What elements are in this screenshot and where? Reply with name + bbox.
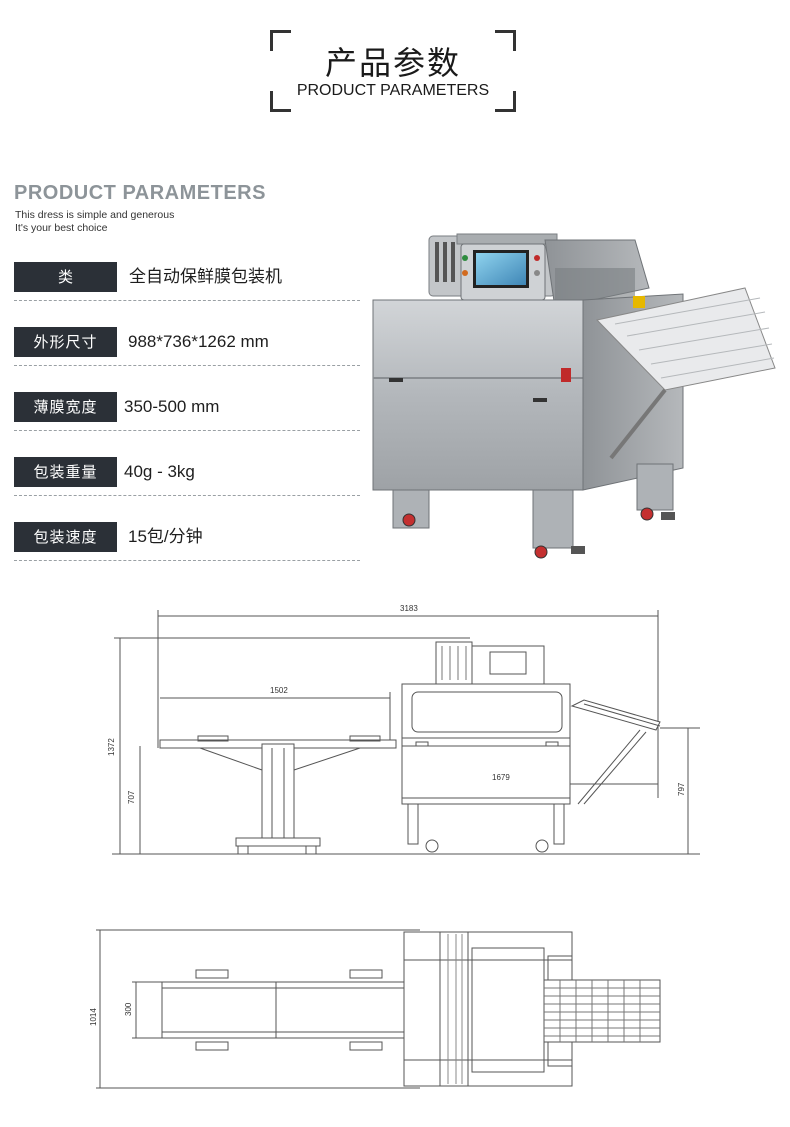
page-header: 产品参数 PRODUCT PARAMETERS (270, 30, 516, 112)
dashed-divider (14, 560, 360, 561)
spec-value: 988*736*1262 mm (128, 332, 269, 351)
spec-value: 350-500 mm (124, 397, 220, 416)
spec-label: 类 型 (14, 262, 117, 316)
spec-value: 40g - 3kg (124, 462, 195, 481)
spec-value: 15包/分钟 (128, 527, 203, 546)
dim-depth: 1014 (89, 1008, 98, 1026)
subtitle-line: It's your best choice (15, 221, 108, 234)
dim-outfeed-height: 797 (677, 782, 686, 796)
spec-label: 包装重量 (14, 457, 117, 487)
spec-label: 薄膜宽度 (14, 392, 117, 422)
spec-value: 全自动保鲜膜包装机 (129, 267, 282, 286)
side-view-drawing: 3183 1502 1679 1372 707 797 (107, 604, 700, 855)
corner-bracket (495, 30, 516, 51)
corner-bracket (270, 30, 291, 51)
dim-body-length: 1679 (492, 773, 510, 782)
section-title: PRODUCT PARAMETERS (14, 182, 266, 204)
spec-row-type: 类 型 全自动保鲜膜包装机 (14, 262, 360, 316)
dashed-divider (14, 430, 360, 431)
dashed-divider (14, 495, 360, 496)
header-title-en: PRODUCT PARAMETERS (296, 82, 490, 99)
dim-conveyor-length: 1502 (270, 686, 288, 695)
top-view-drawing: 1014 300 (89, 929, 661, 1089)
dashed-divider (14, 300, 360, 301)
dim-conveyor-height: 707 (127, 790, 136, 804)
dim-belt-width: 300 (124, 1002, 133, 1016)
spec-label: 外形尺寸 (14, 327, 117, 357)
subtitle-line: This dress is simple and generous (15, 209, 175, 221)
header-title-cn: 产品参数 (324, 44, 461, 82)
spec-row-pack-weight: 包装重量 40g - 3kg (14, 457, 360, 496)
spec-row-dimensions: 外形尺寸 988*736*1262 mm (14, 327, 360, 366)
corner-bracket (495, 91, 516, 112)
machine-photo (372, 233, 776, 559)
dim-total-width: 3183 (400, 604, 418, 613)
corner-bracket (270, 91, 291, 112)
spec-row-film-width: 薄膜宽度 350-500 mm (14, 392, 360, 431)
spec-row-speed: 包装速度 15包/分钟 (14, 522, 360, 561)
section-subtitle: This dress is simple and generous It's y… (15, 209, 174, 234)
spec-label: 包装速度 (14, 522, 117, 552)
dim-total-height: 1372 (107, 738, 116, 756)
dashed-divider (14, 365, 360, 366)
